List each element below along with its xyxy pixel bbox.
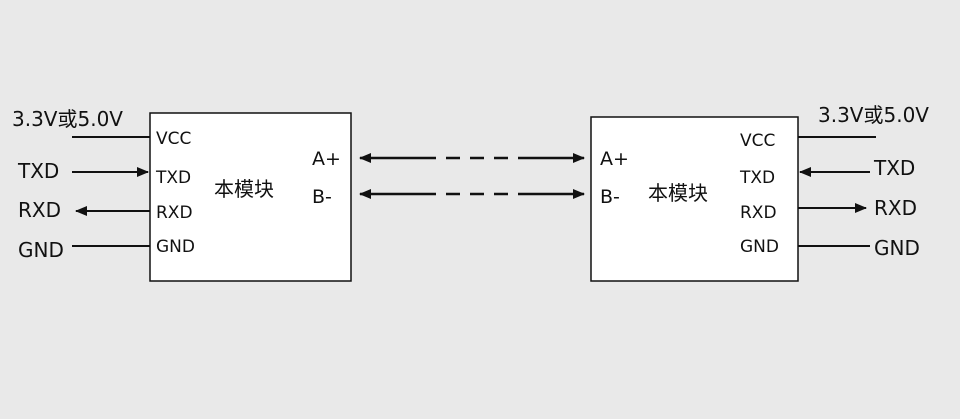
left-pin-vcc: VCC <box>156 129 191 149</box>
right-gnd-label: GND <box>874 236 920 260</box>
right-pin-txd: TXD <box>739 168 775 188</box>
right-rxd-label: RXD <box>874 196 917 220</box>
left-supply-label: 3.3V或5.0V <box>12 107 123 131</box>
right-module-title: 本模块 <box>648 181 708 205</box>
left-bus-a-label: A+ <box>312 148 341 170</box>
right-supply-label: 3.3V或5.0V <box>818 103 929 127</box>
left-pin-rxd: RXD <box>156 203 193 223</box>
right-pin-rxd: RXD <box>740 203 777 223</box>
left-pin-gnd: GND <box>156 237 195 257</box>
left-rxd-label: RXD <box>18 198 61 222</box>
left-module-box <box>149 112 352 282</box>
right-bus-a-label: A+ <box>600 148 629 170</box>
right-pin-vcc: VCC <box>740 131 775 151</box>
left-txd-label: TXD <box>17 159 59 183</box>
right-module-box <box>590 116 799 282</box>
right-pin-gnd: GND <box>740 237 779 257</box>
right-bus-b-label: B- <box>600 186 620 208</box>
left-pin-txd: TXD <box>155 168 191 188</box>
left-gnd-label: GND <box>18 238 64 262</box>
left-module-title: 本模块 <box>214 177 274 201</box>
left-bus-b-label: B- <box>312 186 332 208</box>
right-txd-label: TXD <box>873 156 915 180</box>
